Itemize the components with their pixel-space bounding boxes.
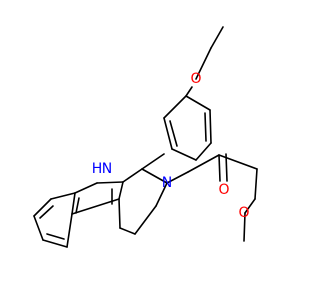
bond (74, 182, 98, 194)
bond (244, 198, 256, 214)
double-bond-inner (169, 120, 178, 147)
double-bond-inner (39, 205, 54, 219)
carbonyl-oxygen-label: O (218, 182, 229, 198)
bond (218, 154, 258, 170)
double-bond-inner (46, 233, 65, 240)
bond (119, 227, 136, 235)
bond (96, 181, 124, 184)
nh-nitrogen-label: N (102, 161, 112, 177)
bond (163, 95, 187, 119)
bond (243, 212, 246, 242)
molecule-structure: O H N N O O (33, 26, 258, 248)
bond (50, 192, 76, 200)
double-bond-inner (75, 197, 80, 214)
bond (218, 154, 221, 182)
bond (141, 168, 168, 184)
double-bond-inner (204, 112, 207, 142)
nh-hydrogen-label: H (92, 161, 103, 177)
bond (66, 213, 73, 248)
oxygen-atom-label: O (190, 71, 201, 87)
bond (254, 168, 258, 200)
bond (195, 47, 212, 80)
amide-nitrogen-label: N (162, 175, 172, 191)
bond (210, 26, 224, 49)
bond (209, 109, 212, 144)
bond (42, 239, 68, 248)
bond (71, 198, 120, 215)
bond (187, 154, 220, 173)
bond (185, 95, 211, 111)
bond (166, 171, 189, 184)
bond (163, 117, 173, 150)
bond (195, 142, 212, 161)
bond (134, 205, 157, 235)
bond (185, 86, 193, 97)
bond (155, 182, 168, 207)
methoxy-oxygen-label: O (238, 205, 249, 221)
bond (118, 198, 121, 229)
bond (33, 215, 44, 241)
bond (141, 153, 165, 170)
bond (71, 192, 76, 215)
bond (171, 148, 197, 161)
bond (225, 153, 228, 182)
bond (122, 168, 143, 183)
molecule-canvas: O H N N O O (33, 26, 258, 248)
bond (118, 181, 124, 200)
bond (33, 198, 52, 217)
